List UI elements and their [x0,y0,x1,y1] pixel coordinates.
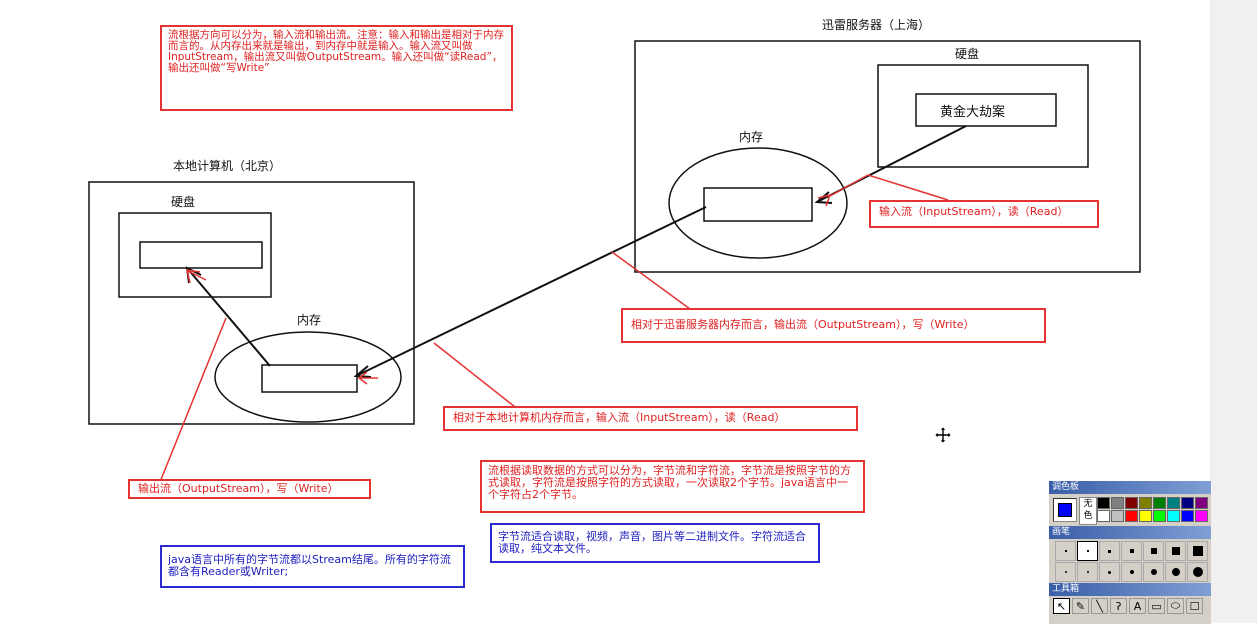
note-local-input: 相对于本地计算机内存而言，输入流（InputStream），读（Read） [443,406,858,431]
local-memory-box [261,364,358,393]
color-swatches [1097,497,1208,522]
pointer-server-input-tail [829,174,869,197]
color-swatch[interactable] [1097,510,1110,522]
server-memory-box [703,187,813,222]
server-file-box [915,93,1057,127]
color-swatch[interactable] [1139,497,1152,509]
note-server-output: 相对于迅雷服务器内存而言，输出流（OutputStream），写（Write） [621,308,1046,343]
move-cursor-icon [934,426,952,444]
pointer-local-disk-head [186,269,201,284]
color-swatch[interactable] [1153,497,1166,509]
pointer-local-input-head [357,371,368,385]
current-color-swatch[interactable] [1053,498,1077,522]
local-box [88,181,415,425]
color-row: 无色 [1049,494,1211,526]
color-swatch[interactable] [1195,497,1208,509]
tool-button[interactable]: ☐ [1186,598,1203,614]
server-box [634,40,1141,273]
arrow-server-to-local-memory [355,206,707,377]
pointer-server-input-head [817,193,832,207]
pointer-server-output [611,251,691,310]
diagram-svg [88,40,1141,483]
note-direction: 流根据方向可以分为，输入流和输出流。注意：输入和输出是相对于内存而言的。从内存出… [160,25,513,111]
color-swatch[interactable] [1125,497,1138,509]
note-byte-char: 流根据读取数据的方式可以分为，字节流和字符流，字节流是按照字节的方式读取，字符流… [480,460,865,513]
local-memory-label: 内存 [297,313,322,327]
note-java-stream: java语言中所有的字节流都以Stream结尾。所有的字符流都含有Reader或… [160,545,465,588]
server-memory-label: 内存 [739,130,764,144]
brush-size-option[interactable] [1099,562,1120,582]
note-server-input: 输入流（InputStream），读（Read） [869,200,1099,228]
brush-size-option[interactable] [1099,541,1120,561]
local-title: 本地计算机（北京） [173,159,282,173]
note-local-output: 输出流（OutputStream），写（Write） [128,479,371,499]
tool-button[interactable]: ▭ [1148,598,1165,614]
note-suitability: 字节流适合读取，视频，声音，图片等二进制文件。字符流适合读取，纯文本文件。 [490,523,820,563]
color-swatch[interactable] [1139,510,1152,522]
pointer-local-output [159,317,227,483]
local-memory-ellipse [214,331,402,423]
server-disk-box [877,64,1089,168]
tool-button[interactable]: ✎ [1072,598,1089,614]
color-swatch[interactable] [1181,497,1194,509]
brush-size-option[interactable] [1077,541,1098,561]
brush-row [1049,539,1211,583]
brush-size-option[interactable] [1077,562,1098,582]
pointer-server-input [867,174,949,201]
color-swatch[interactable] [1111,497,1124,509]
right-margin [1210,0,1257,623]
brush-size-option[interactable] [1121,562,1142,582]
toolbox-title: 工具箱 [1049,583,1211,596]
no-color-swatch[interactable]: 无色 [1079,497,1097,525]
server-memory-ellipse [668,147,848,259]
brush-title: 画笔 [1049,526,1211,539]
server-title: 迅雷服务器（上海） [822,18,931,32]
local-disk-inner-box [139,241,263,269]
server-disk-label: 硬盘 [955,47,980,61]
drawing-canvas: 迅雷服务器（上海） 硬盘 黄金大劫案 内存 本地计算机（北京） 硬盘 内存 流根… [88,18,1141,588]
brush-size-option[interactable] [1165,541,1186,561]
tool-button[interactable]: ⬭ [1167,598,1184,614]
server-file-label: 黄金大劫案 [940,105,1006,120]
color-swatch[interactable] [1167,497,1180,509]
brush-size-grid [1055,541,1208,582]
brush-size-option[interactable] [1187,541,1208,561]
tool-button[interactable]: ʔ [1110,598,1127,614]
color-swatch[interactable] [1153,510,1166,522]
brush-size-option[interactable] [1187,562,1208,582]
pointer-local-disk-tail [187,270,207,281]
tool-button[interactable]: ╲ [1091,598,1108,614]
tool-button[interactable]: A [1129,598,1146,614]
color-swatch[interactable] [1181,510,1194,522]
pointer-local-input [433,342,516,408]
color-swatch[interactable] [1125,510,1138,522]
brush-size-option[interactable] [1055,541,1076,561]
brush-size-option[interactable] [1143,562,1164,582]
color-swatch[interactable] [1167,510,1180,522]
brush-size-option[interactable] [1121,541,1142,561]
arrow-local-memory-to-disk [186,267,271,367]
color-swatch[interactable] [1097,497,1110,509]
local-disk-box [118,212,272,298]
color-swatch[interactable] [1111,510,1124,522]
local-disk-label: 硬盘 [171,195,196,209]
brush-size-option[interactable] [1143,541,1164,561]
tool-button[interactable]: ↖ [1053,598,1070,614]
palette-title: 调色板 [1049,481,1211,494]
arrowhead-local-memory [353,365,372,378]
color-swatch[interactable] [1195,510,1208,522]
brush-size-option[interactable] [1055,562,1076,582]
brush-size-option[interactable] [1165,562,1186,582]
